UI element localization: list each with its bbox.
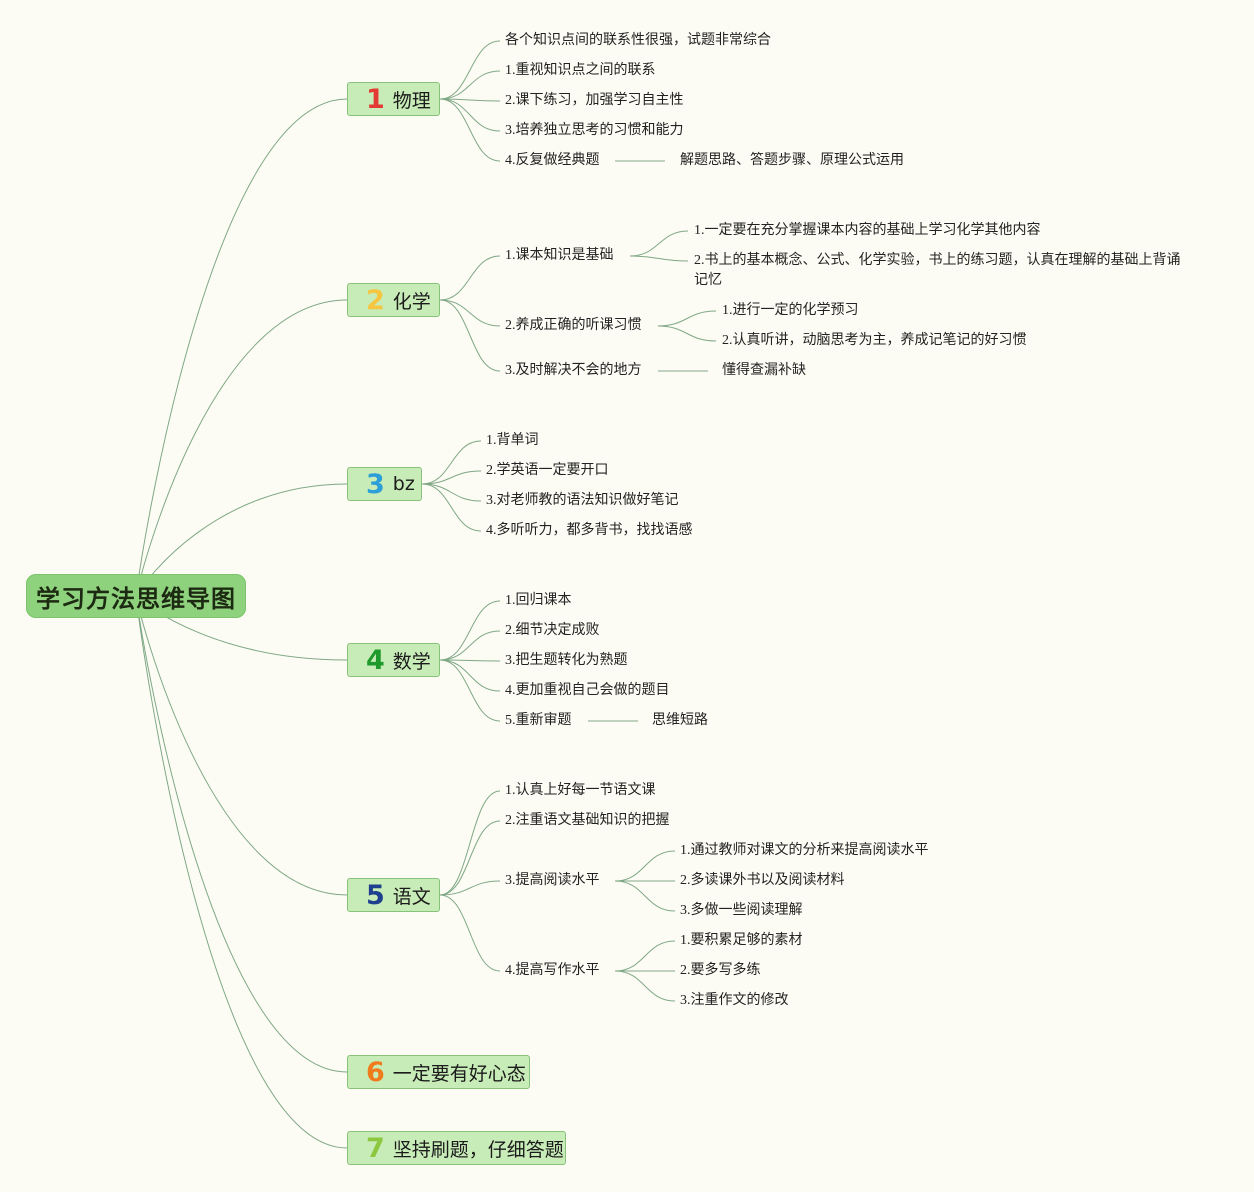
leaf-chemistry-1[interactable]: 2.养成正确的听课习惯	[505, 318, 642, 333]
edge-root-branch-1	[135, 98, 348, 597]
edge-math-3	[439, 659, 501, 692]
root-node[interactable]: 学习方法思维导图	[26, 574, 246, 618]
leaf-english-1[interactable]: 2.学英语一定要开口	[486, 463, 609, 478]
branch-node-physics[interactable]: 1 物理	[347, 82, 440, 116]
edge-root-branch-5	[135, 595, 348, 896]
edge-chinese-2-sub-2	[614, 880, 676, 912]
edge-chinese-2-sub-0	[614, 850, 676, 882]
number-badge-6: 6	[366, 1056, 385, 1088]
leaf-chinese-3-sub-1[interactable]: 2.要多写多练	[680, 963, 761, 978]
leaf-physics-4-sub-0[interactable]: 解题思路、答题步骤、原理公式运用	[680, 153, 904, 168]
number-badge-2: 2	[366, 284, 385, 316]
edge-math-0	[439, 600, 501, 661]
branch-label-chinese: 语文	[392, 885, 431, 908]
leaf-chinese-1[interactable]: 2.注重语文基础知识的把握	[505, 813, 670, 828]
leaf-physics-3[interactable]: 3.培养独立思考的习惯和能力	[505, 123, 684, 138]
leaf-english-2[interactable]: 3.对老师教的语法知识做好笔记	[486, 493, 679, 508]
branch-node-mindset[interactable]: 6 一定要有好心态	[347, 1055, 530, 1089]
leaf-chinese-2-sub-1[interactable]: 2.多读课外书以及阅读材料	[680, 873, 845, 888]
branch-node-english[interactable]: 3 bz	[347, 467, 422, 501]
branch-node-chemistry[interactable]: 2 化学	[347, 283, 440, 317]
branch-node-practice[interactable]: 7 坚持刷题，仔细答题	[347, 1131, 566, 1165]
edge-chemistry-0-sub-0	[629, 230, 689, 257]
edge-chinese-1	[439, 820, 501, 896]
edge-root-branch-2	[135, 299, 348, 597]
leaf-math-2[interactable]: 3.把生题转化为熟题	[505, 653, 628, 668]
edge-chemistry-0-sub-1	[629, 255, 689, 262]
leaf-physics-2[interactable]: 2.课下练习，加强学习自主性	[505, 93, 684, 108]
edge-chemistry-2	[439, 299, 501, 372]
leaf-math-0[interactable]: 1.回归课本	[505, 593, 572, 608]
leaf-chinese-3-sub-2[interactable]: 3.注重作文的修改	[680, 993, 789, 1008]
branch-label-math: 数学	[392, 650, 431, 673]
edge-root-branch-6	[135, 595, 348, 1073]
leaf-chinese-2-sub-2[interactable]: 3.多做一些阅读理解	[680, 903, 803, 918]
leaf-chemistry-1-sub-0[interactable]: 1.进行一定的化学预习	[722, 303, 859, 318]
leaf-math-1[interactable]: 2.细节决定成败	[505, 623, 600, 638]
branch-label-english: bz	[392, 473, 415, 495]
branch-node-chinese[interactable]: 5 语文	[347, 878, 440, 912]
leaf-chinese-2-sub-0[interactable]: 1.通过教师对课文的分析来提高阅读水平	[680, 843, 929, 858]
edge-physics-2	[439, 98, 501, 102]
edge-chinese-3-sub-2	[614, 970, 676, 1002]
edge-chemistry-0	[439, 255, 501, 301]
edge-physics-0	[439, 40, 501, 100]
leaf-chinese-3[interactable]: 4.提高写作水平	[505, 963, 600, 978]
leaf-chinese-0[interactable]: 1.认真上好每一节语文课	[505, 783, 656, 798]
edge-physics-1	[439, 70, 501, 100]
edge-chinese-3-sub-0	[614, 940, 676, 972]
edge-chinese-3	[439, 894, 501, 972]
branch-node-math[interactable]: 4 数学	[347, 643, 440, 677]
number-badge-1: 1	[366, 83, 385, 115]
edge-physics-4	[439, 98, 501, 162]
leaf-english-3[interactable]: 4.多听听力，都多背书，找找语感	[486, 523, 693, 538]
leaf-physics-1[interactable]: 1.重视知识点之间的联系	[505, 63, 656, 78]
branch-label-mindset: 一定要有好心态	[392, 1062, 526, 1085]
number-badge-4: 4	[366, 644, 385, 676]
leaf-english-0[interactable]: 1.背单词	[486, 433, 539, 448]
leaf-chemistry-2-sub-0[interactable]: 懂得查漏补缺	[722, 363, 806, 378]
leaf-physics-4[interactable]: 4.反复做经典题	[505, 153, 600, 168]
leaf-chemistry-0-sub-1[interactable]: 2.书上的基本概念、公式、化学实验，书上的练习题，认真在理解的基础上背诵记忆	[694, 253, 1181, 288]
number-badge-5: 5	[366, 879, 385, 911]
number-badge-7: 7	[366, 1132, 385, 1164]
leaf-physics-0[interactable]: 各个知识点间的联系性很强，试题非常综合	[505, 33, 771, 48]
edge-english-1	[421, 470, 482, 485]
leaf-chemistry-2[interactable]: 3.及时解决不会的地方	[505, 363, 642, 378]
edge-english-3	[421, 483, 482, 532]
edge-english-0	[421, 440, 482, 485]
edge-math-1	[439, 630, 501, 661]
branch-label-chemistry: 化学	[392, 290, 431, 313]
edge-chinese-2	[439, 880, 501, 896]
edge-chemistry-1-sub-0	[657, 310, 717, 327]
edge-math-4	[439, 659, 501, 722]
number-badge-3: 3	[366, 468, 385, 500]
leaf-math-4-sub-0[interactable]: 思维短路	[652, 713, 708, 728]
leaf-math-3[interactable]: 4.更加重视自己会做的题目	[505, 683, 670, 698]
leaf-chemistry-0[interactable]: 1.课本知识是基础	[505, 248, 614, 263]
edge-chemistry-1-sub-1	[657, 325, 717, 342]
edge-chemistry-1	[439, 299, 501, 327]
leaf-math-4[interactable]: 5.重新审题	[505, 713, 572, 728]
leaf-chemistry-0-sub-0[interactable]: 1.一定要在充分掌握课本内容的基础上学习化学其他内容	[694, 223, 1041, 238]
edge-physics-3	[439, 98, 501, 132]
branch-label-physics: 物理	[392, 89, 431, 112]
edge-english-2	[421, 483, 482, 502]
edge-root-branch-7	[135, 595, 348, 1149]
leaf-chinese-2[interactable]: 3.提高阅读水平	[505, 873, 600, 888]
branch-label-practice: 坚持刷题，仔细答题	[392, 1138, 564, 1161]
leaf-chinese-3-sub-0[interactable]: 1.要积累足够的素材	[680, 933, 803, 948]
edge-chinese-0	[439, 790, 501, 896]
leaf-chemistry-1-sub-1[interactable]: 2.认真听讲，动脑思考为主，养成记笔记的好习惯	[722, 333, 1027, 348]
edge-math-2	[439, 659, 501, 662]
